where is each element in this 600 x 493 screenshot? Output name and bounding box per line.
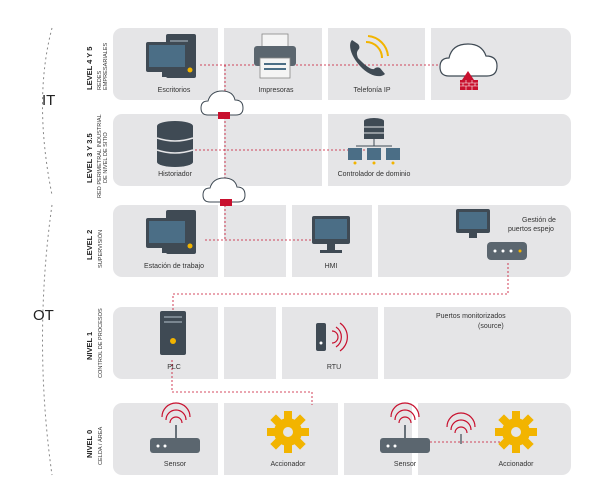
database-icon [156, 121, 194, 167]
svg-text:LEVEL 3 Y 3.5: LEVEL 3 Y 3.5 [85, 133, 94, 183]
desktop-computer-icon [146, 34, 196, 78]
monitor-icon [456, 209, 490, 238]
svg-text:NIVEL 0: NIVEL 0 [85, 430, 94, 458]
level-1-subtitle: CONTROL DE PROCESOS [98, 308, 104, 378]
svg-text:NIVEL 1: NIVEL 1 [85, 332, 94, 360]
printer-icon [254, 33, 296, 79]
rtu-icon [316, 322, 348, 352]
historiador-label: Historiador [158, 171, 193, 178]
gear-icon [267, 411, 309, 453]
cloud-firewall-icon [200, 90, 244, 119]
gestion-note-2: puertos espejo [508, 226, 554, 233]
phone-icon [350, 35, 389, 77]
level-4-5-subtitle: REDES [97, 70, 103, 90]
plc-label: PLC [167, 364, 181, 371]
estacion-label: Estación de trabajo [144, 263, 204, 270]
svg-text:LEVEL 4 Y 5: LEVEL 4 Y 5 [85, 47, 94, 90]
impresoras-label: Impresoras [258, 87, 294, 94]
level-3-subtitle: RED PERIMETRAL INDUSTRIAL [97, 114, 103, 198]
level-4-5-label: LEVEL 4 Y 5 [85, 47, 94, 90]
band-level-3 [113, 114, 571, 186]
switch-icon [487, 242, 527, 260]
level-3-subtitle-2: DE NIVEL DE SITIO [103, 132, 109, 183]
level-1-label: NIVEL 1 [85, 332, 94, 360]
controlador-label: Controlador de dominio [338, 171, 411, 178]
cloud-firewall-icon [202, 177, 246, 206]
server-network-icon [348, 118, 400, 165]
level-0-subtitle: CELDA / ÁREA [97, 426, 104, 465]
monitor-note-2: (source) [478, 323, 504, 330]
hmi-label: HMI [325, 263, 338, 270]
level-4-5-subtitle-2: EMPRESARIALES [103, 42, 109, 90]
level-0-label: NIVEL 0 [85, 430, 94, 458]
escritorios-label: Escritorios [158, 87, 191, 94]
rtu-label: RTU [327, 364, 341, 371]
sensor-2-label: Sensor [394, 461, 417, 468]
gear-icon [495, 411, 537, 453]
plc-icon [160, 311, 186, 355]
level-3-label: LEVEL 3 Y 3.5 [85, 133, 94, 183]
cloud-firewall-icon [439, 43, 498, 90]
zone-it-label: IT [42, 92, 55, 109]
svg-text:LEVEL 2: LEVEL 2 [85, 230, 94, 260]
gestion-note: Gestión de [522, 217, 556, 224]
accionador-1-label: Accionador [270, 461, 306, 468]
monitor-note: Puertos monitorizados [436, 313, 506, 320]
telefonia-label: Telefonía IP [354, 87, 391, 94]
sensor-icon [380, 402, 430, 453]
it-bracket [42, 27, 53, 196]
sensor-1-label: Sensor [164, 461, 187, 468]
band-level-1 [113, 307, 571, 379]
monitor-icon [312, 216, 350, 253]
sensor-icon [150, 402, 200, 453]
zone-ot-label: OT [33, 307, 54, 324]
desktop-computer-icon [146, 210, 196, 254]
level-2-label: LEVEL 2 [85, 230, 94, 260]
level-2-subtitle: SUPERVISIÓN [97, 230, 104, 268]
ot-bracket [42, 204, 53, 476]
accionador-2-label: Accionador [498, 461, 534, 468]
rtu-icon [446, 412, 476, 444]
